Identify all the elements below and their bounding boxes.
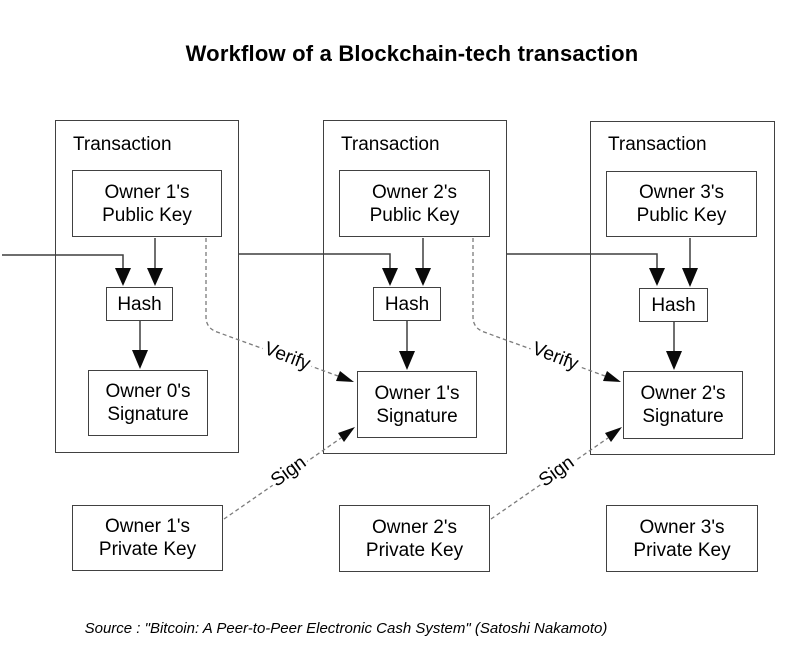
- hash2-to-signature2-arrow: [399, 321, 415, 370]
- signature-3-line2: Signature: [642, 406, 724, 427]
- hash-box-3: Hash: [639, 288, 708, 322]
- verify-arrow-2: [472, 238, 621, 382]
- hash-box-2: Hash: [373, 287, 441, 321]
- private-key-box-2: Owner 2's Private Key: [339, 505, 490, 572]
- public-key-2-line1: Owner 2's: [372, 181, 457, 203]
- signature-2-line2: Signature: [376, 405, 458, 427]
- signature-3-line1: Owner 2's: [640, 383, 726, 404]
- private-key-1-line2: Private Key: [98, 539, 197, 560]
- public-key-box-2: Owner 2's Public Key: [339, 170, 490, 237]
- hash-label-3: Hash: [651, 294, 696, 316]
- private-key-2-line2: Private Key: [365, 539, 464, 561]
- hash-box-1: Hash: [106, 287, 173, 321]
- signature-1-line2: Signature: [107, 404, 189, 425]
- signature-box-2: Owner 1's Signature: [357, 371, 477, 438]
- private-key-3-line1: Owner 3's: [639, 516, 725, 538]
- transaction-box-1: [55, 120, 239, 453]
- public-key-1-line1: Owner 1's: [104, 181, 190, 203]
- public-key-2-line2: Public Key: [369, 204, 460, 226]
- chain-feed-arrow-1: [2, 254, 131, 286]
- hash-label-1: Hash: [117, 293, 162, 315]
- private-key-3-line2: Private Key: [633, 539, 731, 561]
- transaction-label-2: Transaction: [341, 134, 440, 155]
- public-key-1-line2: Public Key: [102, 204, 192, 226]
- verify-arrow-1: [205, 238, 354, 382]
- pubkey2-to-hash2-arrow: [415, 238, 431, 286]
- public-key-box-1: Owner 1's Public Key: [72, 170, 222, 237]
- signature-box-1: Owner 0's Signature: [88, 370, 208, 436]
- public-key-box-3: Owner 3's Public Key: [606, 171, 757, 237]
- transaction-box-3: [590, 121, 775, 455]
- pubkey3-to-hash3-arrow: [682, 238, 698, 287]
- transaction-box-2: [323, 120, 507, 454]
- private-key-1-line1: Owner 1's: [105, 516, 190, 537]
- hash-label-2: Hash: [384, 293, 430, 315]
- hash1-to-signature1-arrow: [132, 321, 148, 369]
- private-key-box-1: Owner 1's Private Key: [72, 505, 223, 571]
- public-key-3-line1: Owner 3's: [639, 182, 724, 203]
- source-caption: Source : "Bitcoin: A Peer-to-Peer Electr…: [84, 620, 608, 637]
- private-key-box-3: Owner 3's Private Key: [606, 505, 758, 572]
- signature-1-line1: Owner 0's: [105, 381, 191, 402]
- transaction-label-1: Transaction: [73, 134, 172, 155]
- pubkey1-to-hash1-arrow: [147, 238, 163, 286]
- hash3-to-signature3-arrow: [666, 322, 682, 370]
- chain-feed-arrow-2: [239, 253, 398, 286]
- public-key-3-line2: Public Key: [636, 205, 727, 226]
- signature-box-3: Owner 2's Signature: [623, 371, 743, 439]
- page-title: Workflow of a Blockchain-tech transactio…: [185, 41, 639, 66]
- private-key-2-line1: Owner 2's: [372, 516, 457, 538]
- chain-feed-arrow-3: [507, 253, 665, 286]
- transaction-label-3: Transaction: [608, 134, 707, 155]
- signature-2-line1: Owner 1's: [374, 382, 460, 404]
